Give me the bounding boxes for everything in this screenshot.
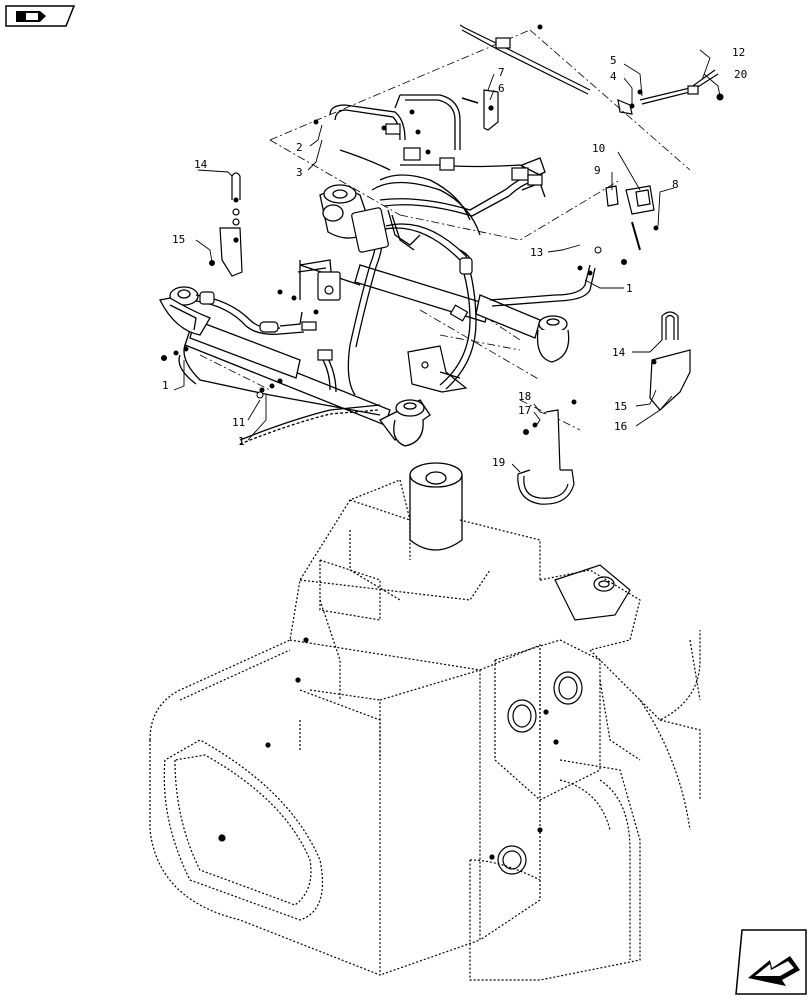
callout-4: 4 (610, 70, 617, 83)
hose-fittings (199, 123, 543, 361)
callout-15: 15 (614, 400, 627, 413)
callout-1: 1 (626, 282, 633, 295)
callout-9: 9 (594, 164, 601, 177)
callout-15: 15 (172, 233, 185, 246)
callout-17: 17 (518, 404, 531, 417)
callout-1: 1 (238, 435, 245, 448)
book-back-arrow-button[interactable] (5, 5, 76, 27)
callout-13: 13 (530, 246, 543, 259)
bracket-14 (219, 172, 243, 277)
callout-5: 5 (610, 54, 617, 67)
callout-11: 11 (232, 416, 245, 429)
callout-14: 14 (194, 158, 208, 171)
book-back-arrow-icon (16, 11, 46, 22)
bracket-6 (461, 89, 499, 131)
steering-cylinder (159, 286, 431, 447)
axle-pivot-post (409, 462, 463, 551)
hydraulic-hoses (178, 94, 596, 445)
callout-18: 18 (518, 390, 531, 403)
callout-14: 14 (612, 346, 626, 359)
callout-2: 2 (296, 141, 303, 154)
callout-10: 10 (592, 142, 605, 155)
callout-1: 1 (162, 379, 169, 392)
frame-mount-bracket (554, 564, 631, 621)
hose-support-bracket (407, 345, 468, 393)
callout-19: 19 (492, 456, 505, 469)
callout-20: 20 (734, 68, 747, 81)
callout-labels: 1 1 1 2 3 4 5 6 7 8 9 10 11 12 13 14 14 … (162, 46, 747, 469)
frame-ports (218, 637, 583, 875)
callout-6: 6 (498, 82, 505, 95)
machine-frame-outline (149, 479, 701, 981)
callout-8: 8 (672, 178, 679, 191)
strap-19 (517, 409, 575, 505)
callout-12: 12 (732, 46, 745, 59)
top-control-rod (459, 24, 719, 115)
bracket-16 (649, 311, 691, 411)
next-page-arrow-icon (748, 956, 800, 986)
next-page-arrow-button[interactable] (735, 929, 807, 995)
callout-7: 7 (498, 66, 505, 79)
callout-3: 3 (296, 166, 303, 179)
fasteners (161, 24, 724, 435)
callout-leaders (173, 49, 721, 473)
callout-16: 16 (614, 420, 627, 433)
bracket-10 (605, 185, 655, 251)
